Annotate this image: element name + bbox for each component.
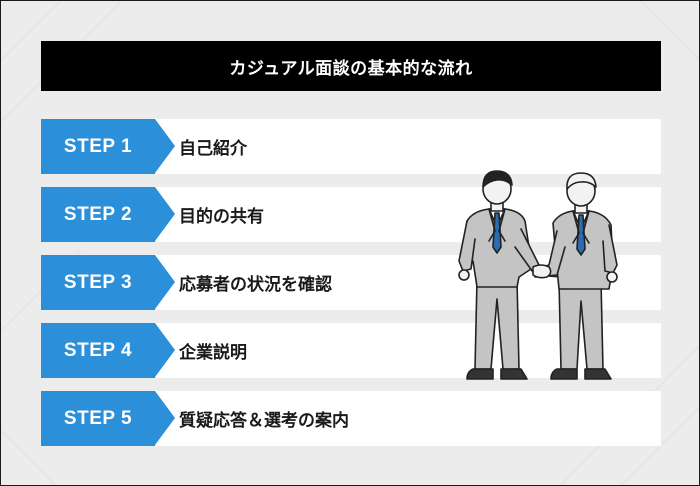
step-label: 応募者の状況を確認: [179, 275, 332, 295]
step-row-1: STEP 1 自己紹介: [41, 119, 661, 174]
step-badge: STEP 5: [41, 391, 155, 446]
right-businessman-icon: [534, 172, 618, 380]
step-badge: STEP 4: [41, 323, 155, 378]
step-badge: STEP 3: [41, 255, 155, 310]
step-badge: STEP 2: [41, 187, 155, 242]
handshake-illustration-icon: [458, 170, 618, 380]
arrow-icon: [155, 323, 175, 377]
arrow-icon: [155, 255, 175, 309]
page-title: カジュアル面談の基本的な流れ: [41, 41, 661, 91]
handshake-icon: [532, 264, 552, 279]
arrow-icon: [155, 119, 175, 173]
arrow-icon: [155, 187, 175, 241]
step-label: 目的の共有: [179, 207, 264, 227]
step-row-5: STEP 5 質疑応答＆選考の案内: [41, 391, 661, 446]
step-row-4: STEP 4 企業説明: [41, 323, 661, 378]
step-label: 質疑応答＆選考の案内: [179, 411, 349, 431]
arrow-icon: [155, 391, 175, 445]
step-label: 企業説明: [179, 343, 247, 363]
step-label: 自己紹介: [179, 139, 247, 159]
step-badge: STEP 1: [41, 119, 155, 174]
left-businessman-icon: [458, 170, 562, 380]
